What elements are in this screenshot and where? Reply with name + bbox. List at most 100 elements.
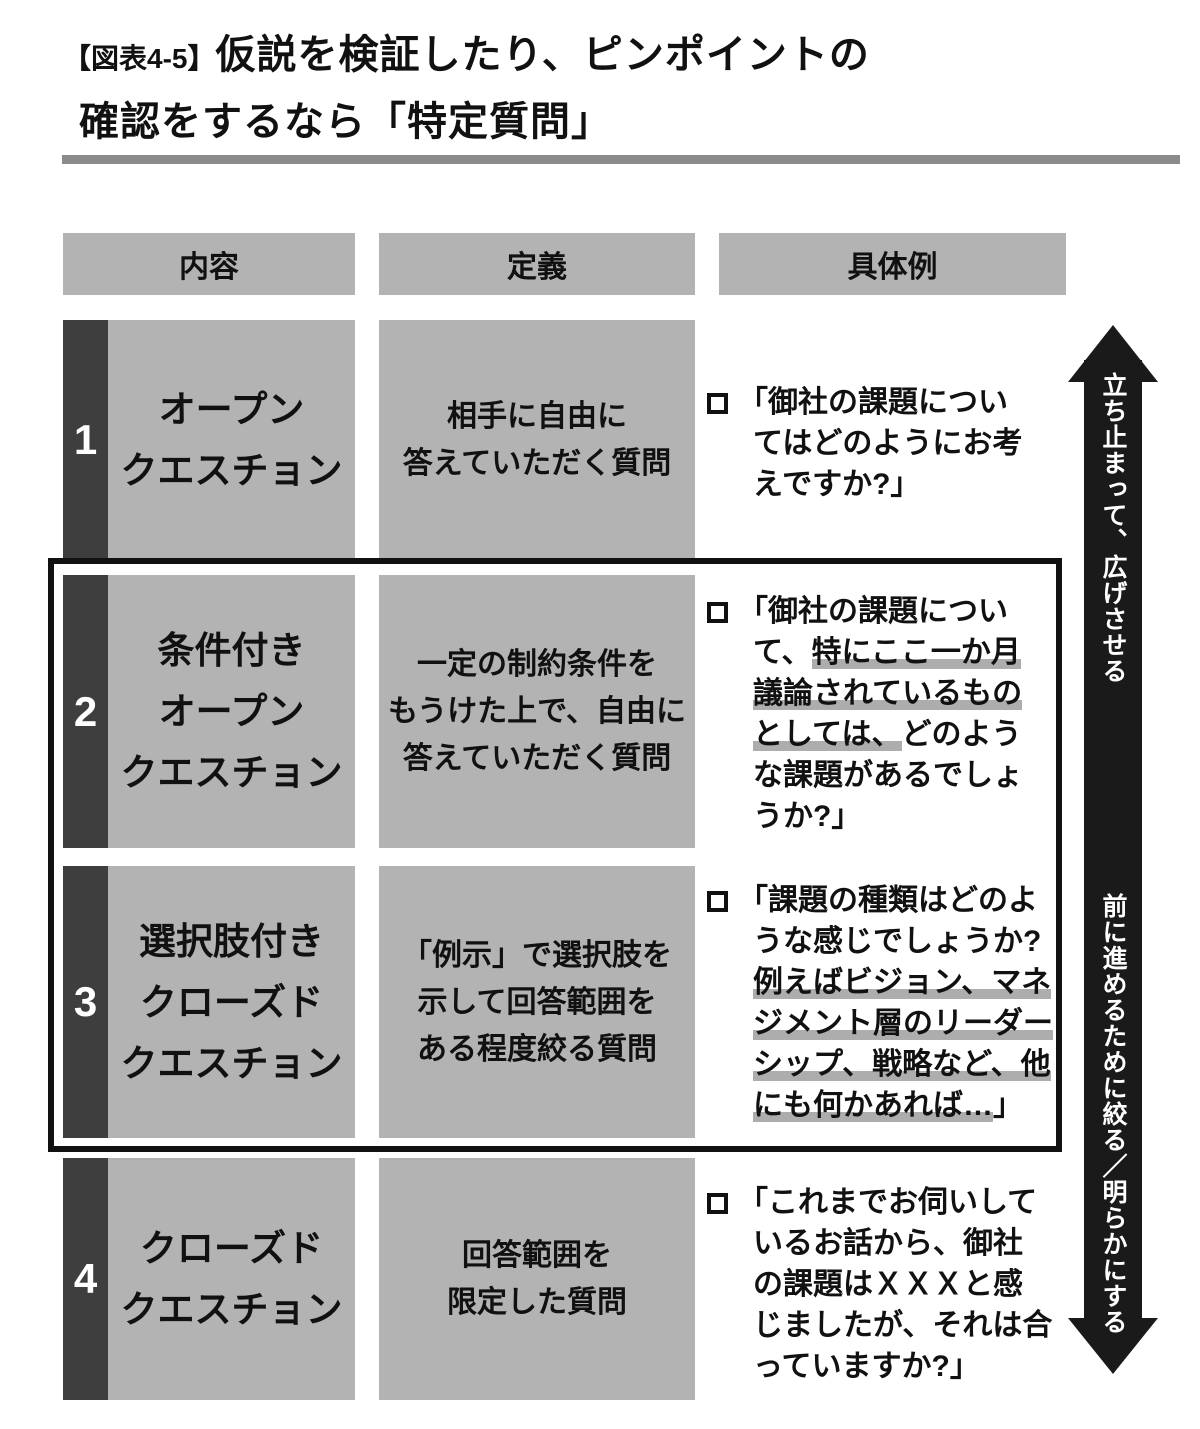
question-type-cell: 選択肢付きクローズドクエスチョン	[108, 866, 355, 1138]
definition-text: 回答範囲を限定した質問	[447, 1232, 627, 1326]
figure-title: 【図表4-5】仮説を検証したり、ピンポイントの 確認をするなら「特定質問」	[63, 26, 870, 151]
definition-text: 「例示」で選択肢を示して回答範囲をある程度絞る質問	[402, 932, 672, 1073]
example-cell: 「御社の課題についてはどのようにお考えですか?」	[707, 320, 1062, 505]
text-line: ある程度絞る質問	[417, 1032, 657, 1066]
plain-text: 「課題の種類はどのよ	[738, 884, 1038, 917]
definition-cell: 「例示」で選択肢を示して回答範囲をある程度絞る質問	[379, 866, 695, 1138]
example-line: 「御社の課題につい	[738, 382, 1062, 423]
text-line: オープン	[158, 389, 305, 430]
plain-text: てはどのようにお考	[753, 427, 1023, 460]
plain-text: じましたが、それは合	[753, 1309, 1053, 1342]
question-type-text: 選択肢付きクローズドクエスチョン	[121, 911, 343, 1094]
arrow-shaft	[1084, 360, 1142, 1325]
highlighted-text: ジメント層のリーダー	[753, 1007, 1053, 1040]
plain-text: て、	[753, 636, 812, 669]
row-number: 1	[73, 416, 98, 463]
text-line: 限定した質問	[447, 1286, 627, 1319]
example-cell: 「これまでお伺いしているお話から、御社の課題はＸＸＸと感じましたが、それは合って…	[707, 1158, 1062, 1387]
row-number-cell: 4	[63, 1158, 108, 1400]
title-text-2: 確認をするなら「特定質問」	[79, 100, 612, 144]
example-line: としては、どのよう	[753, 714, 1062, 755]
text-line: 「例示」で選択肢を	[402, 938, 672, 972]
example-line: うな感じでしょうか?	[753, 921, 1062, 962]
text-line: 答えていただく質問	[402, 447, 672, 480]
square-bullet-icon	[707, 891, 728, 912]
text-line: クエスチョン	[120, 1042, 343, 1084]
column-header-example: 具体例	[719, 233, 1066, 295]
text-line: 一定の制約条件を	[417, 648, 657, 681]
example-line: にも何かあれば…」	[753, 1085, 1062, 1126]
plain-text: な課題があるでしょ	[753, 759, 1023, 792]
highlighted-text: としては、	[753, 718, 902, 751]
text-line: 示して回答範囲を	[417, 985, 657, 1019]
example-line: てはどのようにお考	[753, 423, 1062, 464]
text-line: オープン	[158, 691, 305, 732]
example-line: っていますか?」	[753, 1346, 1062, 1387]
example-line: えですか?」	[753, 464, 1062, 505]
plain-text: どのよう	[901, 718, 1022, 751]
column-header-definition: 定義	[379, 233, 695, 295]
row-number-cell: 2	[63, 575, 108, 848]
table-row-4: 4 クローズドクエスチョン 回答範囲を限定した質問 「これまでお伺いしているお話…	[0, 1158, 1100, 1400]
definition-cell: 相手に自由に答えていただく質問	[379, 320, 695, 560]
example-line: シップ、戦略など、他	[753, 1044, 1062, 1085]
example-line: いるお話から、御社	[753, 1223, 1062, 1264]
plain-text: 「御社の課題につい	[738, 386, 1008, 419]
row-number: 3	[73, 978, 98, 1025]
arrow-label-down: 前に進めるために絞る／明らかにする	[1099, 893, 1127, 1335]
title-text-1: 仮説を検証したり、ピンポイントの	[215, 33, 870, 77]
plain-text: 」	[993, 1089, 1023, 1122]
example-line: 「課題の種類はどのよ	[738, 880, 1062, 921]
table-row-1: 1 オープンクエスチョン 相手に自由に答えていただく質問 「御社の課題については…	[0, 320, 1100, 560]
title-divider	[62, 155, 1180, 164]
question-type-text: オープンクエスチョン	[121, 379, 343, 501]
text-line: 条件付き	[157, 630, 306, 671]
example-line: うか?」	[753, 796, 1062, 837]
figure-tag: 【図表4-5】	[63, 43, 216, 74]
plain-text: っていますか?」	[753, 1350, 980, 1383]
square-bullet-icon	[707, 1193, 728, 1214]
square-bullet-icon	[707, 602, 728, 623]
example-line: ジメント層のリーダー	[753, 1003, 1062, 1044]
text-line: クローズド	[139, 981, 324, 1023]
scale-arrow: 立ち止まって、広げさせる 前に進めるために絞る／明らかにする	[1068, 325, 1158, 1374]
row-number: 2	[73, 687, 98, 735]
arrow-label-up: 立ち止まって、広げさせる	[1099, 372, 1127, 684]
highlighted-text: 例えばビジョン、マネ	[753, 966, 1052, 999]
text-line: 相手に自由に	[447, 400, 627, 433]
text-line: 選択肢付き	[139, 920, 324, 962]
example-line: 「これまでお伺いして	[738, 1182, 1062, 1223]
definition-cell: 一定の制約条件をもうけた上で、自由に答えていただく質問	[379, 575, 695, 848]
example-cell: 「課題の種類はどのような感じでしょうか? 例えばビジョン、マネジメント層のリーダー…	[707, 866, 1062, 1126]
highlighted-text: シップ、戦略など、他	[753, 1048, 1051, 1081]
plain-text: の課題はＸＸＸと感	[753, 1268, 1023, 1301]
example-line: 議論されているもの	[753, 673, 1062, 714]
example-text: 「御社の課題について、特にここ一か月議論されているものとしては、どのような課題が…	[738, 591, 1062, 837]
highlighted-text: にも何かあれば…	[753, 1089, 993, 1122]
example-line: て、特にここ一か月	[753, 632, 1062, 673]
text-line: 回答範囲を	[462, 1239, 612, 1272]
text-line: もうけた上で、自由に	[388, 695, 686, 728]
example-cell: 「御社の課題について、特にここ一か月議論されているものとしては、どのような課題が…	[707, 575, 1062, 837]
plain-text: 「これまでお伺いして	[738, 1186, 1038, 1219]
example-text: 「課題の種類はどのような感じでしょうか? 例えばビジョン、マネジメント層のリーダー…	[738, 880, 1062, 1126]
example-text: 「御社の課題についてはどのようにお考えですか?」	[738, 382, 1062, 505]
text-line: クエスチョン	[120, 752, 343, 793]
question-type-text: 条件付きオープンクエスチョン	[121, 620, 343, 803]
question-type-cell: クローズドクエスチョン	[108, 1158, 355, 1400]
row-number: 4	[73, 1255, 98, 1302]
example-text: 「これまでお伺いしているお話から、御社の課題はＸＸＸと感じましたが、それは合って…	[738, 1182, 1062, 1387]
arrow-down-icon	[1068, 1318, 1158, 1374]
plain-text: うな感じでしょうか?	[753, 925, 1042, 958]
text-line: クエスチョン	[120, 450, 343, 491]
example-line: の課題はＸＸＸと感	[753, 1264, 1062, 1305]
row-number-cell: 3	[63, 866, 108, 1138]
text-line: クエスチョン	[120, 1289, 343, 1330]
example-line: じましたが、それは合	[753, 1305, 1062, 1346]
highlighted-text: 特にここ一か月	[811, 636, 1021, 669]
definition-text: 相手に自由に答えていただく質問	[403, 393, 672, 487]
emphasis-frame	[48, 558, 1062, 1152]
plain-text: うか?」	[753, 800, 862, 833]
text-line: 答えていただく質問	[402, 742, 672, 775]
